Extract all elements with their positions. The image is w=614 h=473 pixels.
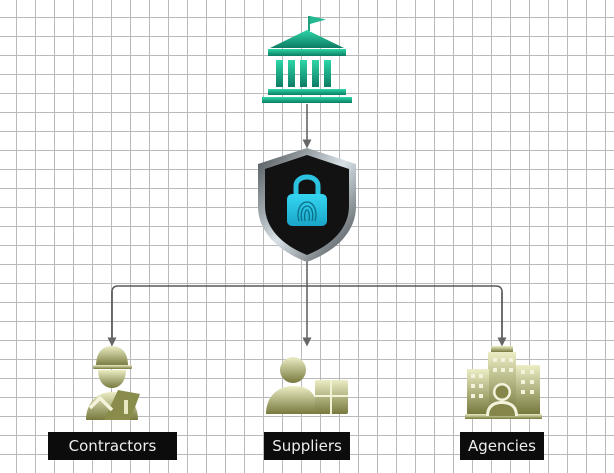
label-agencies: Agencies: [460, 432, 544, 460]
security-shield-lock-icon: [258, 148, 356, 262]
label-suppliers: Suppliers: [264, 432, 350, 460]
construction-worker-icon: [86, 346, 140, 420]
label-contractors: Contractors: [48, 432, 177, 460]
supplier-boxes-icon: [266, 357, 348, 414]
government-building-icon: [262, 16, 352, 103]
connectors: [107, 104, 507, 347]
office-buildings-person-icon: [465, 346, 542, 419]
